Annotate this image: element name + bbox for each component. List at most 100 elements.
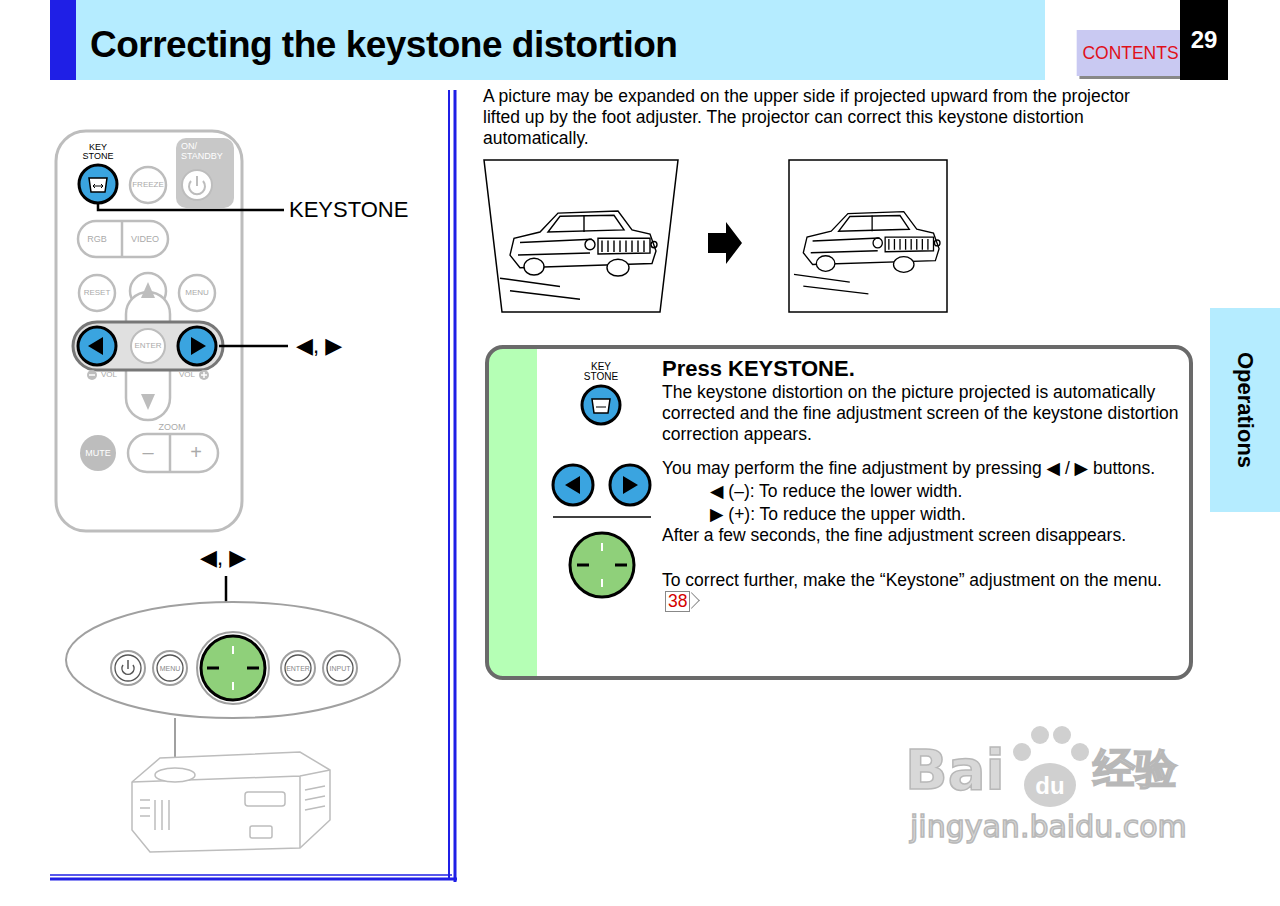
drawing-part — [80, 435, 116, 471]
button-label: + — [190, 442, 202, 462]
drawing-part — [141, 394, 155, 410]
drawing-part — [155, 768, 195, 782]
drawing-part — [1013, 743, 1031, 761]
drawing-part — [132, 752, 330, 852]
drawing-part — [140, 786, 325, 830]
drawing-part — [130, 167, 166, 203]
drawing-part — [1053, 726, 1071, 744]
drawing-part — [78, 167, 218, 472]
button-label: VIDEO — [131, 235, 159, 244]
button-label: KEY STONE — [78, 143, 118, 161]
node-text: Operations — [1232, 352, 1258, 468]
drawing-part — [132, 752, 330, 852]
node-text: CONTENTS — [1082, 42, 1178, 64]
drawing-part — [250, 826, 272, 838]
button-label: MUTE — [85, 449, 111, 458]
drawing-part — [66, 602, 400, 718]
drawing-part — [708, 222, 742, 264]
button-label: RESET — [84, 289, 111, 297]
button-label: FREEZE — [132, 181, 164, 189]
drawing-part — [115, 655, 141, 681]
drawing-part — [121, 221, 124, 257]
text-line: ◀ (–): To reduce the lower width. — [710, 481, 1182, 502]
drawing-part — [153, 651, 187, 685]
drawing-part — [50, 874, 452, 876]
drawing-part — [93, 184, 103, 188]
drawing-part — [484, 160, 678, 312]
watermark: jingyan.baidu.com — [910, 812, 1187, 842]
text-line: To correct further, make the “Keystone” … — [662, 570, 1182, 612]
drawing-part — [56, 131, 242, 531]
callout-label: KEYSTONE — [289, 197, 408, 222]
drawing-part — [794, 212, 940, 294]
drawing-part — [232, 646, 234, 690]
page-title: Correcting the keystone distortion — [90, 24, 677, 66]
drawing-part — [1031, 726, 1049, 744]
page-reference: 38 — [665, 591, 690, 612]
drawing-part — [197, 632, 269, 704]
drawing-part — [131, 329, 165, 363]
drawing-part — [500, 211, 657, 299]
drawing-part — [245, 792, 285, 806]
drawing-part — [128, 434, 218, 472]
drawing-part — [98, 203, 284, 210]
button-label: ZOOM — [159, 423, 186, 432]
button-label: MENU — [160, 665, 181, 672]
title-band-accent — [50, 0, 76, 80]
node-text: 38 — [668, 591, 687, 611]
text-line: You may perform the fine adjustment by p… — [662, 458, 1182, 479]
text-line: ▶ (+): To reduce the upper width. — [710, 504, 1182, 525]
drawing-part — [130, 328, 166, 364]
drawing-part — [141, 282, 155, 298]
watermark: du — [1035, 774, 1064, 798]
drawing-part — [219, 345, 288, 348]
button-label: VOL — [101, 371, 117, 379]
drawing-part — [73, 322, 223, 370]
node-text: 29 — [1191, 26, 1218, 54]
drawing-part — [1071, 743, 1089, 761]
drawing-part — [89, 374, 95, 376]
drawing-part — [1024, 763, 1076, 807]
drawing-part — [132, 770, 330, 848]
drawing-part — [122, 660, 134, 674]
drawing-part — [454, 90, 457, 882]
button-label: INPUT — [330, 665, 351, 672]
drawing-part — [207, 667, 259, 670]
callout-label: ◀, ▶ — [296, 333, 342, 358]
drawing-part — [448, 90, 450, 878]
drawing-part — [176, 138, 234, 208]
drawing-part — [285, 655, 311, 681]
step-text: After a few seconds, the fine adjustment… — [662, 525, 1126, 545]
text-line: Press KEYSTONE. — [662, 355, 1182, 382]
drawing-part — [88, 337, 206, 355]
button-label: KEY STONE — [581, 362, 621, 382]
button-label: MENU — [185, 289, 209, 297]
drawing-part — [111, 651, 145, 685]
button-label: ENTER — [286, 665, 310, 672]
drawing-part — [182, 170, 212, 200]
watermark: 经验 — [1093, 748, 1177, 790]
page-number: 29 — [1180, 0, 1228, 80]
step-text: You may perform the fine adjustment by p… — [662, 458, 1155, 478]
drawing-part — [1013, 726, 1089, 807]
drawing-part — [179, 275, 215, 311]
step-heading: Press KEYSTONE. — [662, 356, 855, 381]
button-label: ENTER — [134, 342, 161, 350]
text-column: Press KEYSTONE.The keystone distortion o… — [662, 355, 1182, 612]
text-line: The keystone distortion on the picture p… — [662, 382, 1182, 445]
drawing-part — [157, 655, 183, 681]
step-box: Press KEYSTONE.The keystone distortion o… — [485, 345, 1193, 680]
drawing-part — [89, 178, 107, 192]
drawing-part — [87, 370, 97, 380]
button-label: RGB — [87, 235, 107, 244]
contents-button: CONTENTS — [1077, 30, 1185, 76]
drawing-part — [78, 221, 168, 257]
watermark: Bai — [905, 742, 1005, 798]
intro-text: A picture may be expanded on the upper s… — [483, 86, 1151, 149]
drawing-part — [169, 434, 172, 472]
drawing-part — [327, 655, 353, 681]
section-tab: Operations — [1210, 308, 1280, 512]
drawing-part — [199, 370, 209, 380]
button-label: VOL — [179, 371, 195, 379]
